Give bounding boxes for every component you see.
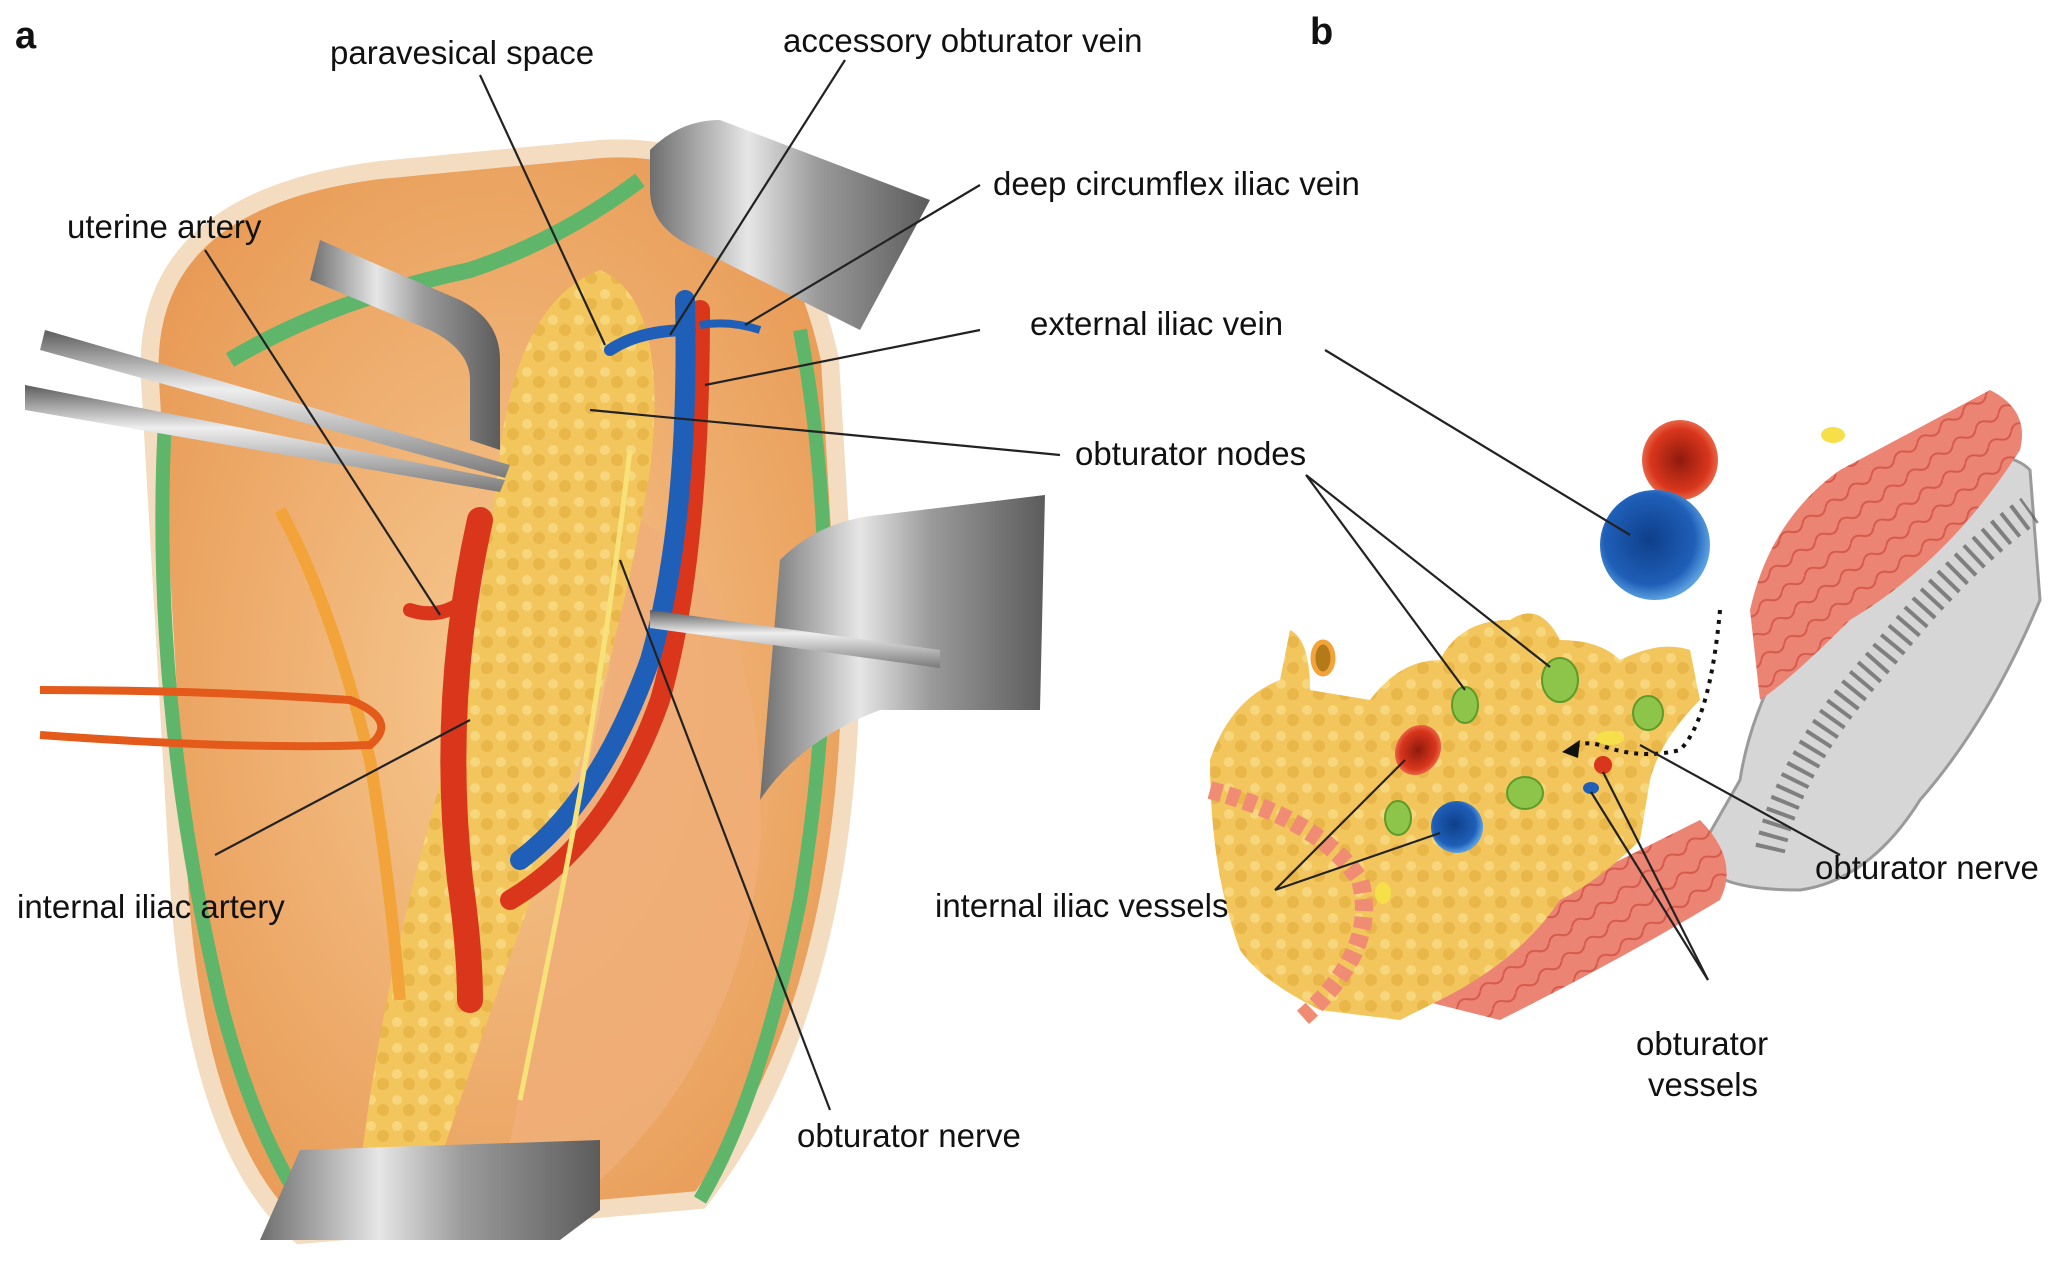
retractor-probe [650, 610, 940, 668]
label-internal-iliac-artery: internal iliac artery [17, 888, 285, 925]
peritoneum-top [225, 173, 645, 367]
obturator-node-2 [1541, 657, 1579, 703]
leader-lines-b [1274, 349, 1841, 981]
arrow-head [1562, 740, 1580, 758]
label-accessory-obturator-vein: accessory obturator vein [783, 22, 1143, 59]
label-deep-circumflex-iliac-vein: deep circumflex iliac vein [993, 165, 1360, 202]
obturator-fat-pad [360, 270, 655, 1170]
retractor-bottom [260, 1140, 600, 1240]
forceps-upper [40, 330, 510, 478]
leader-accessory-obturator-vein [669, 59, 846, 336]
leader-obturator-nodes [589, 408, 1061, 457]
panel-label-b: b [1310, 11, 1333, 53]
label-external-iliac-vein: external iliac vein [1030, 305, 1283, 342]
leader-external-iliac-vein-b [1324, 349, 1631, 536]
muscle-upper [1750, 390, 2022, 700]
label-obturator-nerve-a: obturator nerve [797, 1117, 1021, 1154]
leader-obturator-nerve-a [618, 559, 832, 1111]
peritoneum-right [693, 328, 832, 1204]
panel-b-illustration [1207, 390, 2042, 1027]
panel-a-illustration [25, 120, 1045, 1245]
label-obturator-vessels-line1: obturator [1636, 1025, 1768, 1062]
internal-iliac-vein-section [1431, 801, 1483, 853]
small-nerve-1 [1821, 427, 1845, 443]
deep-circumflex-iliac-vein-vessel [699, 319, 762, 334]
dissection-path-arrow [1568, 609, 1722, 756]
obturator-vein-section [1583, 782, 1599, 794]
leader-uterine-artery [204, 249, 441, 616]
label-obturator-nodes: obturator nodes [1075, 435, 1306, 472]
small-nerve-2 [1375, 882, 1391, 904]
leader-obturator-artery-b [1602, 771, 1709, 981]
accessory-obturator-vein-vessel [604, 324, 696, 356]
leader-external-iliac-vein [704, 328, 981, 387]
external-iliac-vein-section [1600, 490, 1710, 600]
ureter [274, 507, 406, 1001]
label-obturator-nerve-b: obturator nerve [1815, 849, 2039, 886]
internal-iliac-artery-section [1394, 724, 1442, 776]
leader-obturator-nodes-1 [1305, 474, 1466, 691]
leader-obturator-nerve-b [1639, 744, 1841, 856]
leader-internal-iliac-vein-b [1274, 831, 1441, 892]
leader-lines-a [204, 59, 1061, 1111]
label-uterine-artery: uterine artery [67, 208, 262, 245]
muscle-lower [1420, 820, 1727, 1020]
obturator-node-1 [1451, 686, 1479, 724]
external-iliac-artery-vessel [500, 300, 710, 910]
panel-label-a: a [15, 15, 37, 57]
bone-marrow [1755, 497, 2039, 854]
obturator-artery-section [1594, 756, 1612, 774]
label-internal-iliac-vessels: internal iliac vessels [935, 887, 1228, 924]
round-ligament [39, 686, 386, 751]
obturator-node-3 [1632, 695, 1664, 731]
forceps-lower [25, 385, 505, 492]
obturator-nerve-section [1596, 731, 1624, 745]
label-obturator-vessels-line2: vessels [1648, 1066, 1758, 1103]
retractor-top-left [310, 240, 500, 450]
bowel-wall [1207, 781, 1373, 1027]
ureter-section [1310, 639, 1336, 677]
peritoneum-left [155, 419, 306, 1204]
leader-deep-circumflex-iliac-vein [744, 184, 981, 326]
leader-paravesical-space [479, 74, 606, 346]
obturator-node-4 [1506, 776, 1544, 810]
retractor-top-right [650, 120, 930, 330]
external-iliac-artery-section [1642, 420, 1718, 500]
obturator-node-5 [1384, 800, 1412, 836]
pelvic-sidewall [500, 520, 761, 1190]
leader-internal-iliac-artery-b [1274, 759, 1406, 891]
label-paravesical-space: paravesical space [330, 34, 594, 71]
leader-obturator-vein-b [1590, 791, 1709, 981]
leader-internal-iliac-artery [214, 719, 471, 856]
obturator-nerve-structure [517, 449, 633, 1101]
leader-obturator-nodes-2 [1305, 474, 1551, 668]
